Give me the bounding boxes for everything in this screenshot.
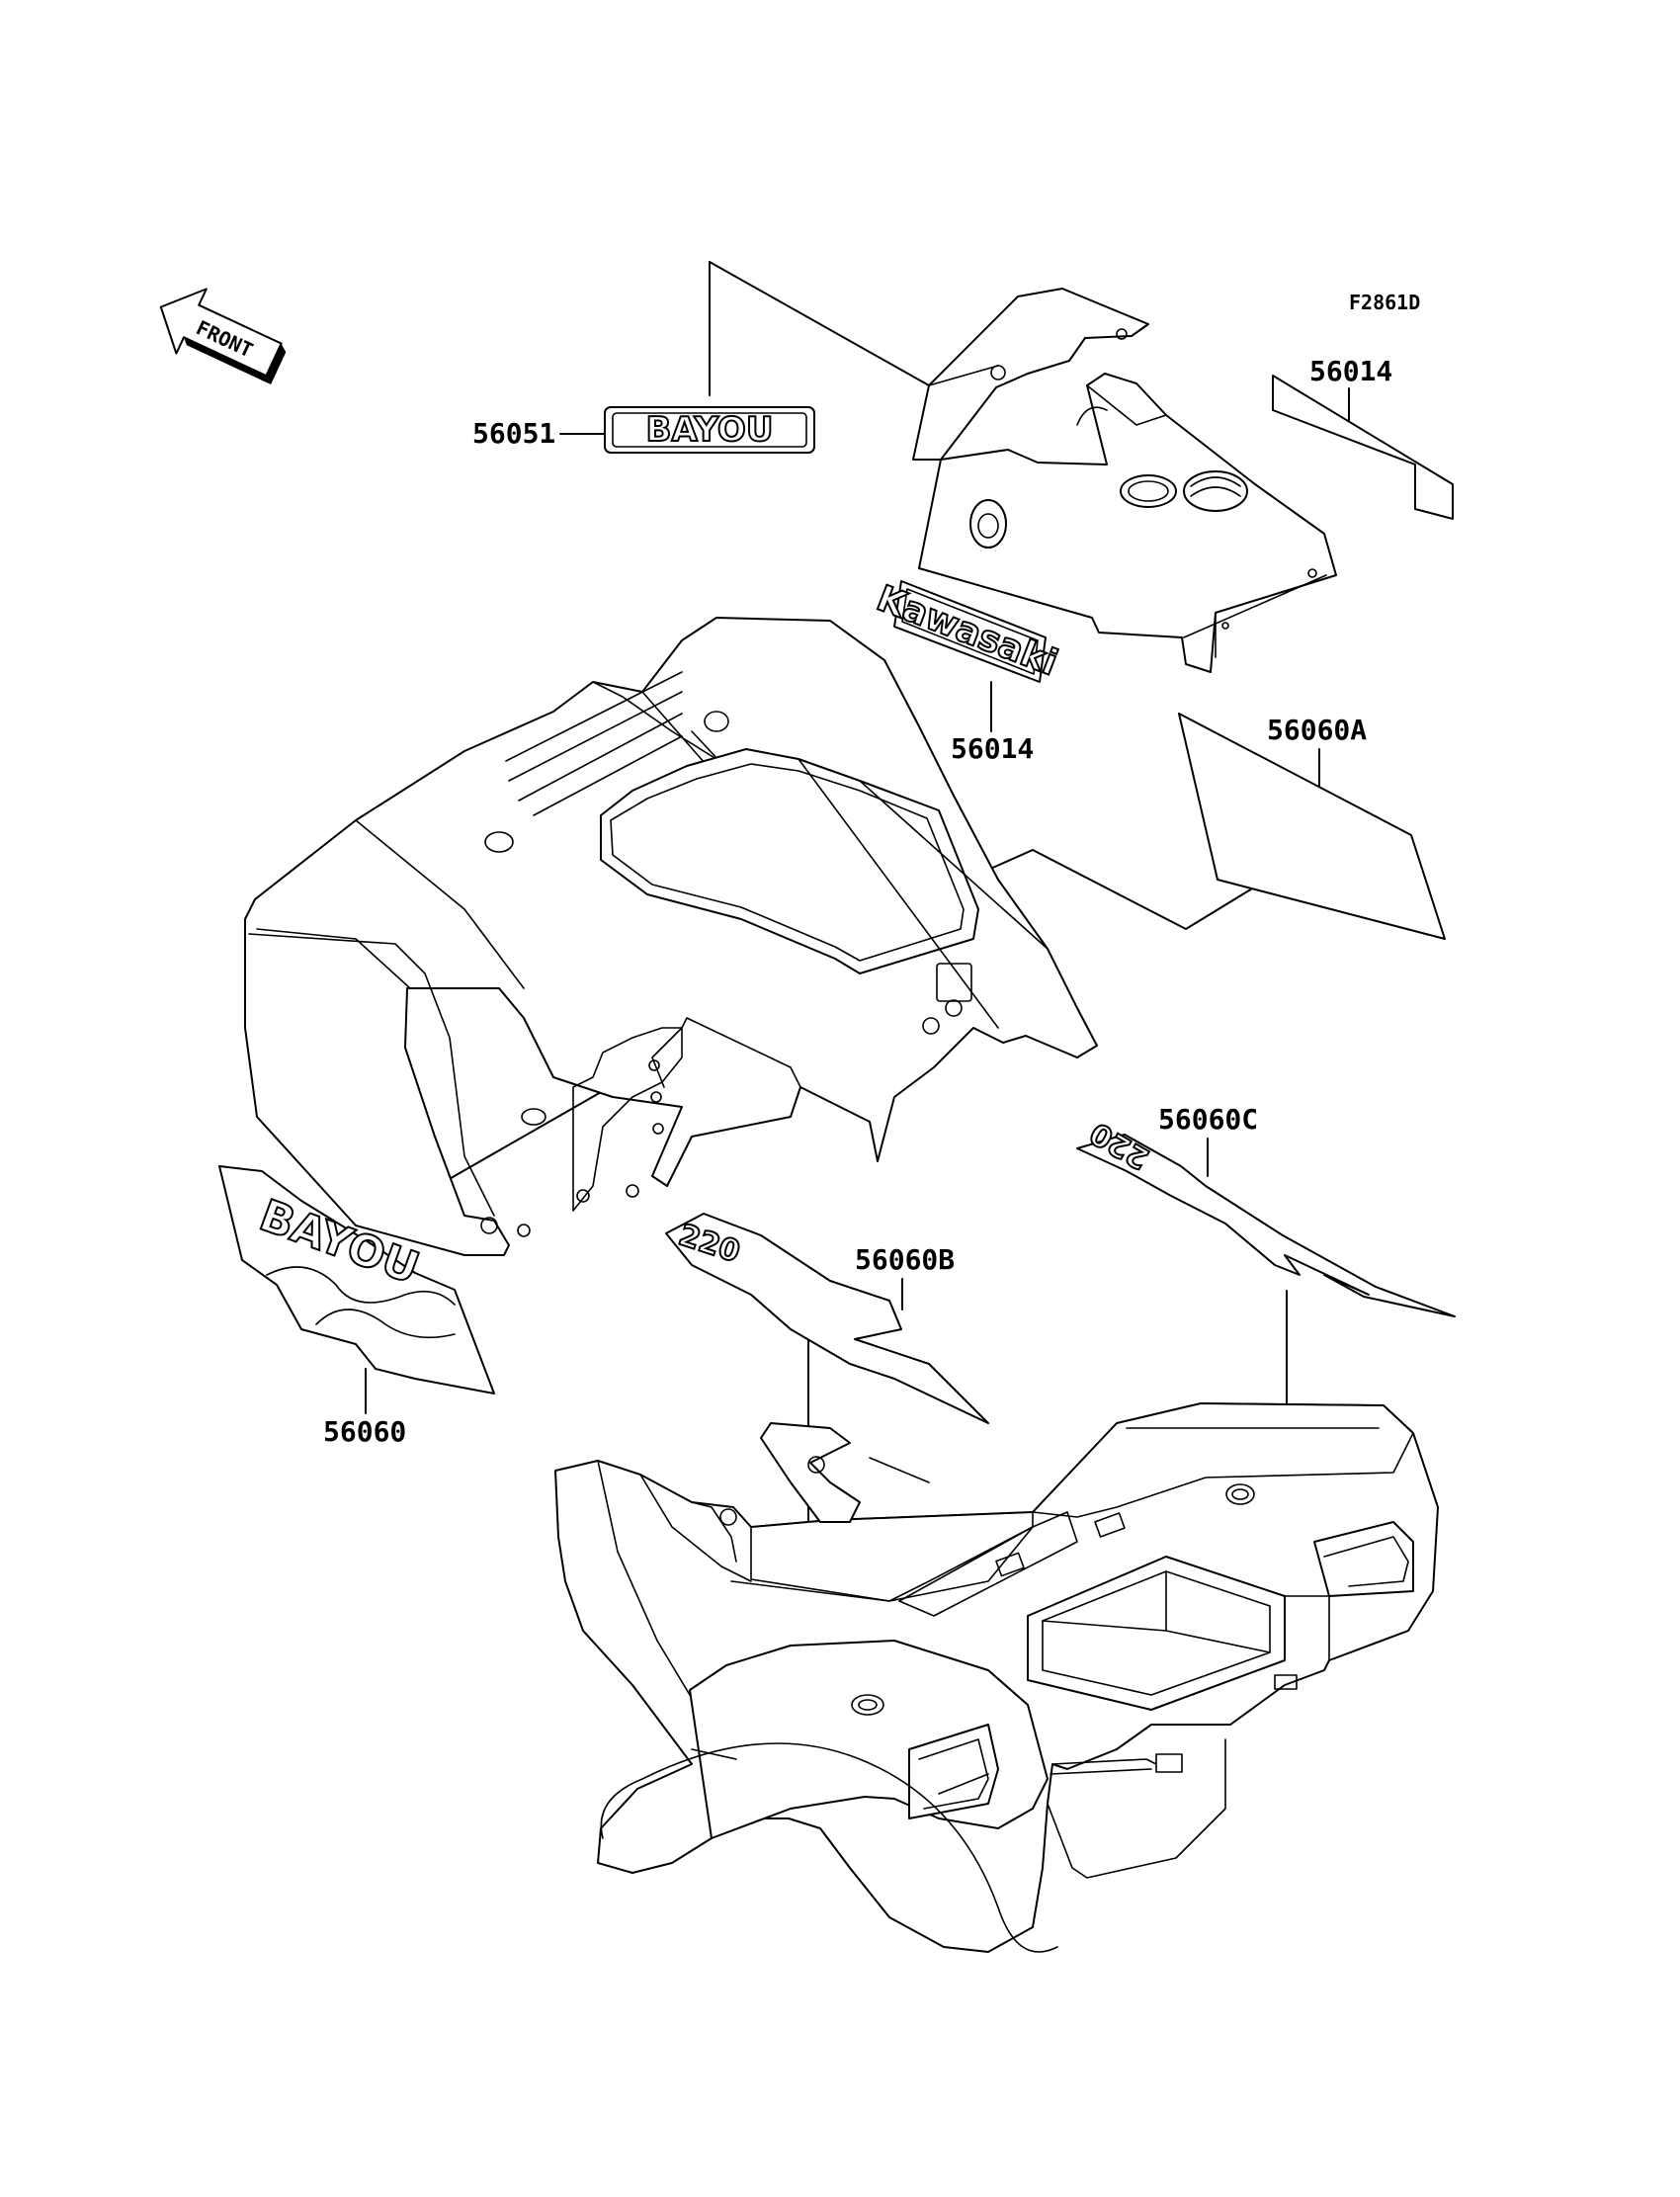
front-arrow-icon: FRONT: [159, 288, 287, 385]
decal-56060B: 220: [665, 1213, 989, 1424]
part-label-56051: 56051: [472, 417, 555, 450]
part-label-56014-a: 56014: [1309, 355, 1392, 387]
decal-56060A: [1178, 713, 1446, 940]
part-label-56014-b: 56014: [951, 732, 1034, 765]
front-fender: [244, 617, 1098, 1256]
part-label-56060: 56060: [323, 1415, 406, 1448]
part-label-56060B: 56060B: [855, 1243, 955, 1276]
bayou-emblem-decal: BAYOU: [604, 406, 815, 454]
part-label-56060A: 56060A: [1267, 714, 1367, 746]
upper-cover: [912, 288, 1337, 673]
decal-56060C: 220: [1076, 1114, 1456, 1317]
bayou-emblem-text: BAYOU: [646, 410, 774, 450]
decal-56014-panel: [1272, 375, 1454, 520]
rear-fender: [554, 1402, 1439, 1953]
part-label-56060C: 56060C: [1158, 1103, 1258, 1136]
figure-id: F2861D: [1349, 291, 1420, 314]
